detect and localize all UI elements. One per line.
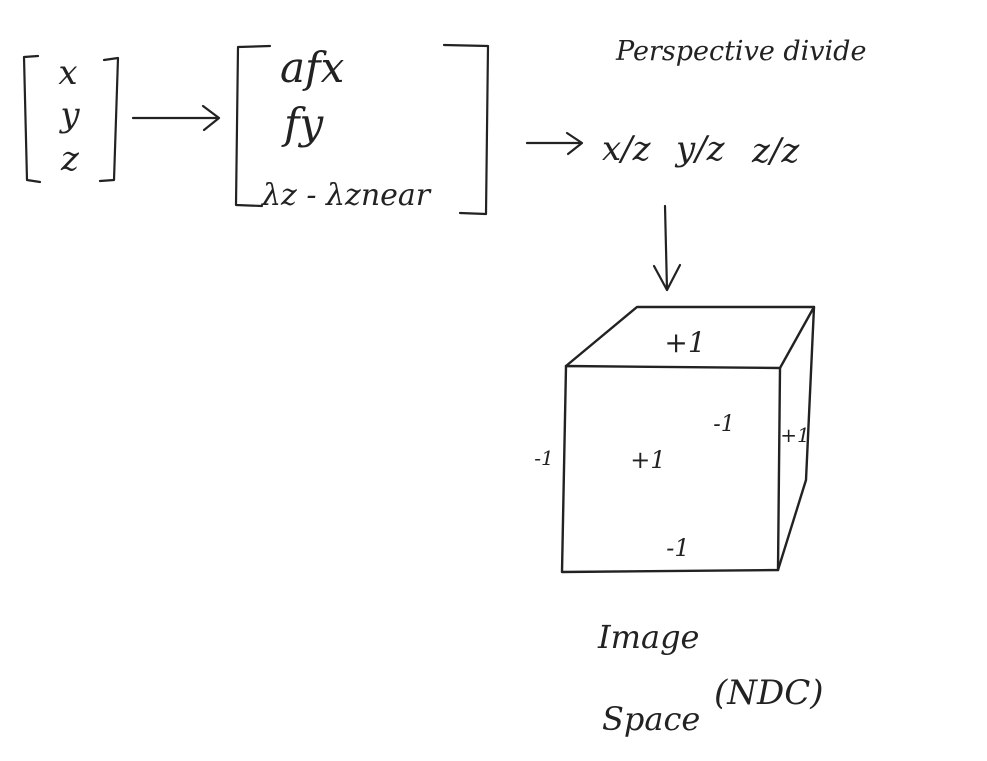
ndc-cube: +1 +1 -1 -1 +1 -1	[534, 305, 816, 574]
cube-label-left: -1	[534, 446, 553, 470]
right-bracket-close	[442, 43, 490, 216]
cube-right-face	[776, 305, 816, 572]
projected-entry-fy: fy	[281, 99, 325, 148]
divide-terms: x/z y/z z/z	[602, 129, 800, 171]
left-bracket-open	[22, 54, 42, 184]
input-vector: x y z	[22, 53, 120, 184]
divide-term-x: x/z	[602, 129, 652, 169]
vector-entry-x: x	[58, 53, 77, 93]
cube-label-back: -1	[713, 412, 734, 437]
cube-label-bottom: -1	[666, 534, 689, 562]
cube-label-right: +1	[780, 423, 809, 447]
cube-label-top: +1	[664, 326, 705, 359]
arrow-to-divide	[525, 131, 584, 156]
perspective-divide-label: Perspective divide	[615, 36, 866, 67]
cube-label-front: +1	[630, 446, 665, 474]
arrow-to-cube	[652, 204, 682, 292]
projected-entry-afx: afx	[280, 43, 345, 92]
divide-term-y: y/z	[674, 129, 726, 169]
projected-vector: afx fy λz - λznear	[234, 43, 490, 216]
divide-term-z: z/z	[751, 131, 800, 171]
image-space-caption: Image Space (NDC)	[597, 618, 824, 738]
caption-ndc: (NDC)	[714, 673, 824, 713]
caption-space: Space	[602, 700, 700, 738]
arrow-to-projection	[131, 104, 221, 132]
right-bracket-open	[234, 44, 272, 208]
vector-entry-z: z	[60, 139, 80, 179]
cube-top-face	[564, 305, 816, 370]
vector-entry-y: y	[58, 95, 80, 135]
left-bracket-close	[98, 56, 120, 183]
projected-entry-z: λz - λznear	[261, 178, 432, 213]
caption-image: Image	[597, 618, 699, 656]
